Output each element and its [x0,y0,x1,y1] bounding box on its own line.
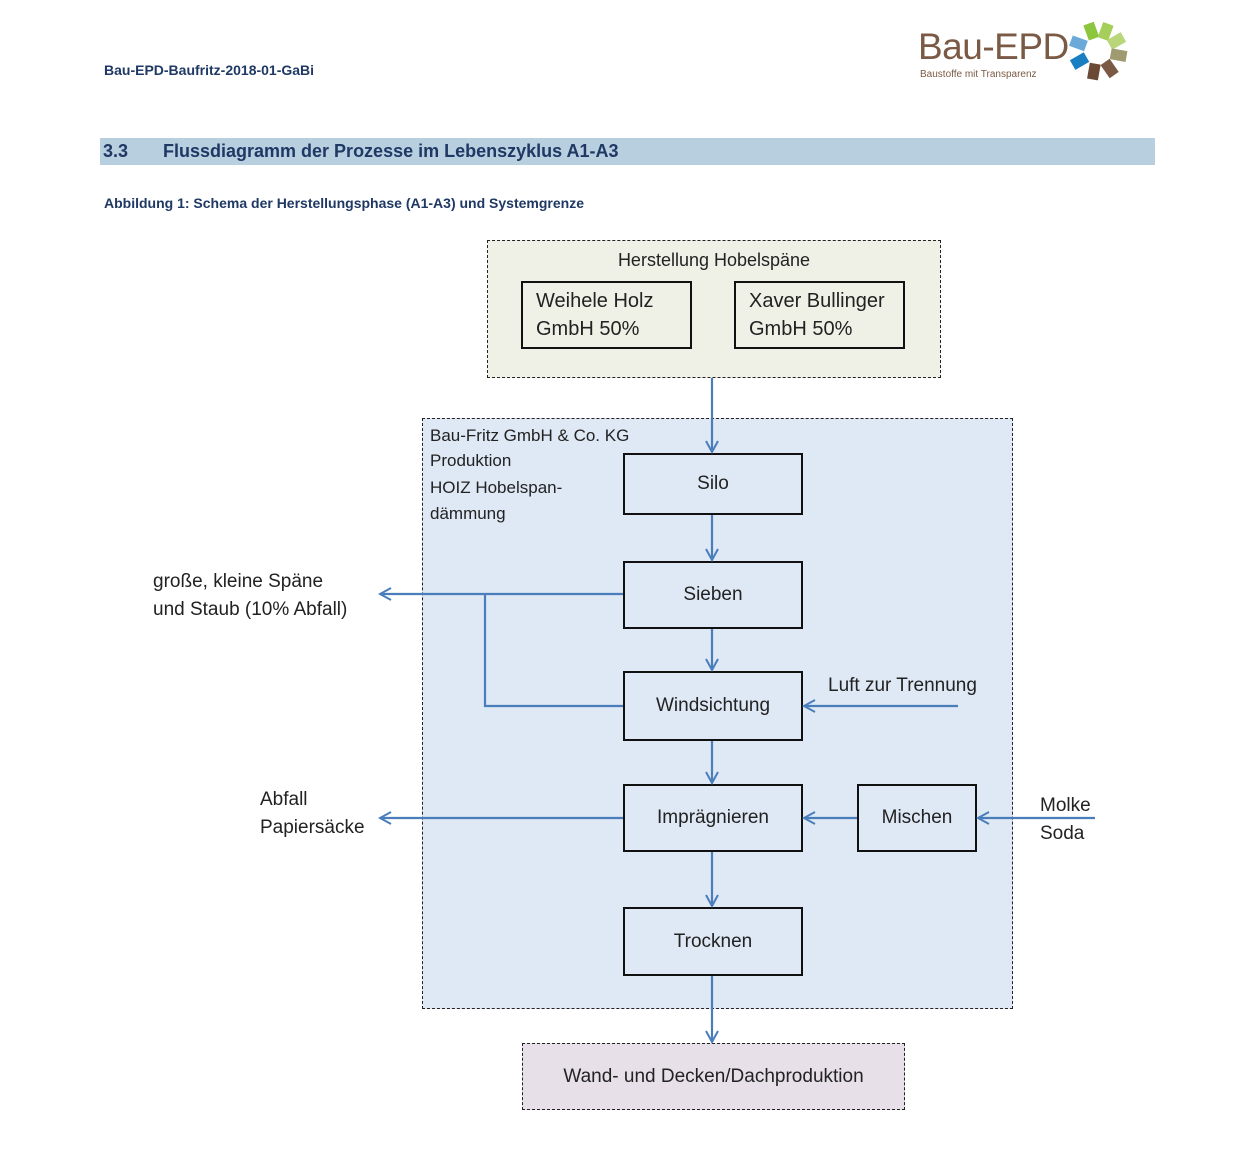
additive-label: Molke [1040,795,1091,816]
supplier-share: GmbH 50% [536,318,640,340]
logo-flower-icon [1069,21,1128,81]
production-label-line: dämmung [430,504,506,523]
production-label-line: Produktion [430,451,512,470]
production-label-line: Bau-Fritz GmbH & Co. KG [430,426,630,445]
air-input-label: Luft zur Trennung [828,675,977,696]
section-heading: 3.3 Flussdiagramm der Prozesse im Lebens… [100,138,1155,165]
supplier-box-weihele: Weihele Holz GmbH 50% [521,281,692,349]
additive-label: Soda [1040,823,1085,844]
section-number: 3.3 [103,141,129,161]
step-sieben: Sieben [623,561,803,629]
supplier-group-title: Herstellung Hobelspäne [617,250,811,270]
step-silo: Silo [623,453,803,515]
waste-chips-label: große, kleine Späne [153,571,324,592]
production-label-line: HOIZ Hobelspan- [430,478,563,497]
waste-bags-label: Papiersäcke [260,817,365,838]
final-product-box: Wand- und Decken/Dachproduktion [522,1043,905,1110]
supplier-share: GmbH 50% [749,318,853,340]
production-boundary [422,418,1013,1009]
supplier-box-bullinger: Xaver Bullinger GmbH 50% [734,281,905,349]
line-windsichtung-to-waste [483,594,623,708]
step-trocknen: Trocknen [623,907,803,976]
section-title: Flussdiagramm der Prozesse im Lebenszykl… [163,141,619,161]
supplier-name: Weihele Holz [536,290,654,312]
logo-subtitle: Baustoffe mit Transparenz [920,69,1037,80]
waste-chips-label: und Staub (10% Abfall) [153,599,348,620]
waste-bags-label: Abfall [260,789,308,810]
document-id: Bau-EPD-Baufritz-2018-01-GaBi [104,62,315,78]
logo-title: Bau-EPD [918,26,1069,67]
figure-caption: Abbildung 1: Schema der Herstellungsphas… [104,195,584,211]
supplier-name: Xaver Bullinger [749,290,885,312]
supplier-group-boundary [487,240,941,378]
